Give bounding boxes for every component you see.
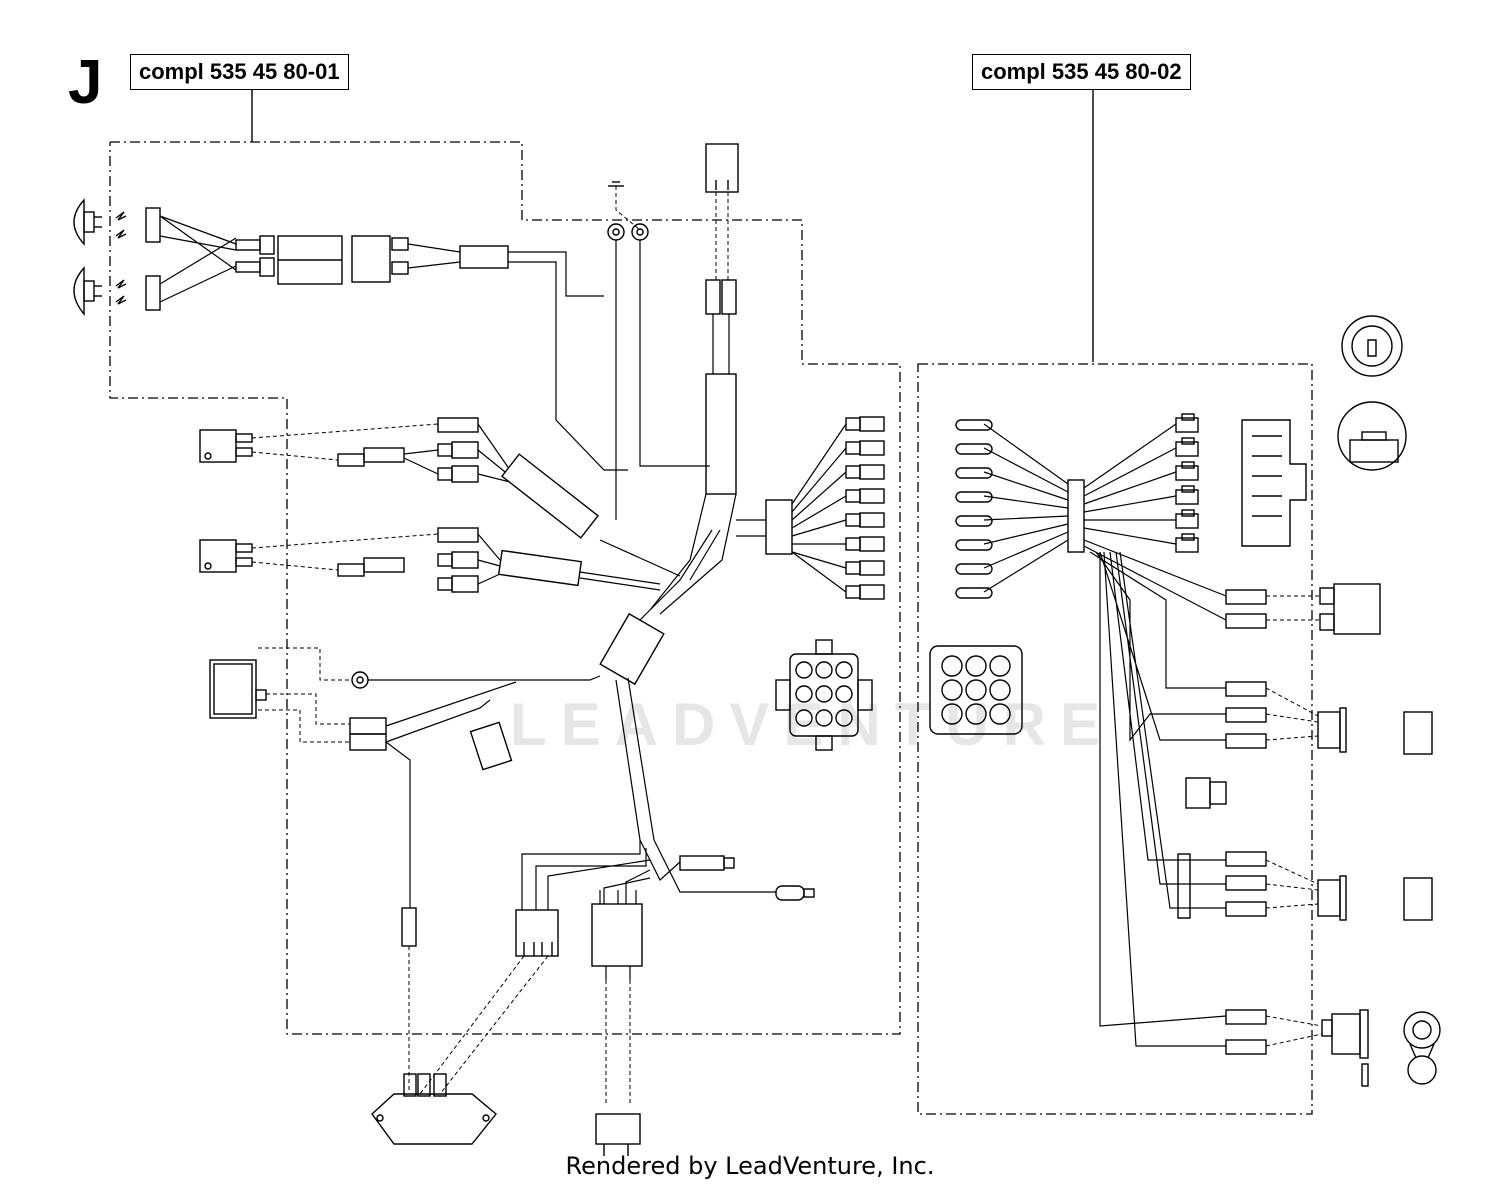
bottom-wire-terminals (419, 839, 815, 1156)
assembly-boundary-right (917, 363, 1313, 1115)
ignition-switch (1337, 315, 1407, 471)
section-letter: J (68, 48, 103, 117)
assembly-boundary-left (109, 141, 901, 1035)
nine-pin-connector-female (929, 645, 1023, 735)
headlight-upper (73, 198, 102, 246)
ignition-connector (1241, 419, 1307, 547)
microswitch-upper (199, 417, 600, 539)
footer-credit: Rendered by LeadVenture, Inc. (565, 1152, 935, 1180)
rocker-switch-lower (1265, 859, 1433, 921)
main-harness-trunk (639, 493, 737, 621)
power-outlet-socket (1265, 1009, 1441, 1087)
headlight-connectors (115, 207, 628, 471)
assembly-label-right: compl 535 45 80-02 (972, 54, 1191, 90)
voltage-regulator (371, 1073, 497, 1145)
terminal-fan-left-assembly (736, 416, 885, 600)
rocker-switch-upper (1265, 687, 1433, 755)
assembly-label-left: compl 535 45 80-01 (130, 54, 349, 90)
solenoid-relay (209, 647, 520, 1090)
hour-meter (1266, 583, 1381, 635)
headlight-lower (73, 266, 102, 316)
ground-eyelets (607, 181, 710, 520)
microswitch-lower (199, 527, 681, 593)
top-connector (705, 143, 739, 495)
nine-pin-connector-male (775, 639, 873, 751)
terminal-fan-right-assembly (955, 413, 1267, 1055)
